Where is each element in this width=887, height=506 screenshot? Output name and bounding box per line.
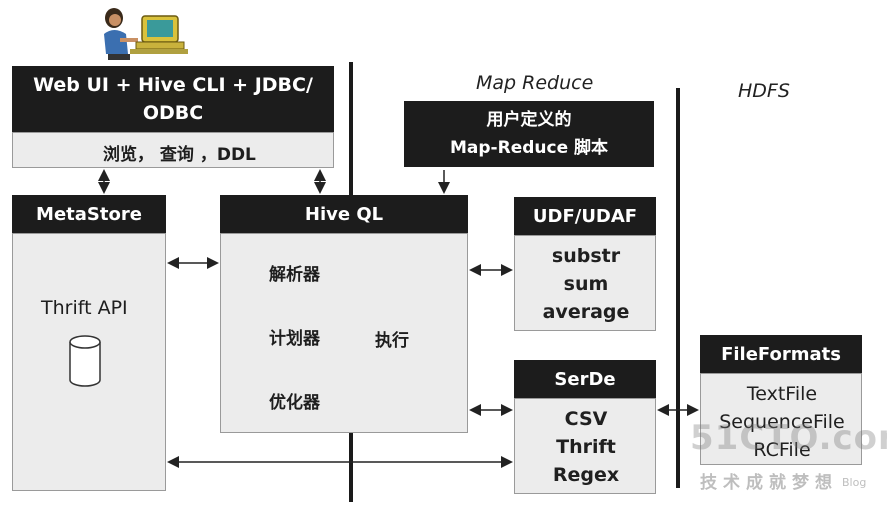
fileformats-title: FileFormats [721,343,841,365]
client-title-line1: Web UI + Hive CLI + JDBC/ [33,74,313,96]
udf-item: sum [563,273,609,295]
fileformats-item: RCFile [753,439,811,461]
client-interfaces-header: Web UI + Hive CLI + JDBC/ ODBC [12,66,334,132]
fileformats-body: TextFile SequenceFile RCFile [700,373,862,465]
hiveql-title: Hive QL [304,203,384,225]
optimizer-label: 优化器 [269,393,320,413]
udf-title: UDF/UDAF [532,205,638,227]
watermark-slogan: 技术成就梦想 [700,473,838,493]
user-computer-icon [104,8,188,60]
user-mapreduce-script-box: 用户定义的 Map-Reduce 脚本 [404,101,654,167]
user-script-line1: 用户定义的 [486,110,572,130]
user-script-line2: Map-Reduce 脚本 [449,138,609,158]
client-interfaces-body: 浏览， 查询 ，DDL [12,132,334,168]
map-reduce-label: Map Reduce [476,72,594,94]
fileformats-item: SequenceFile [719,411,845,433]
database-cylinder-icon [69,335,101,387]
fileformats-header: FileFormats [700,335,862,373]
udf-header: UDF/UDAF [514,197,656,235]
parser-label: 解析器 [269,265,320,285]
serde-list: CSV Thrift Regex [515,405,657,489]
planner-label: 计划器 [269,329,320,349]
udf-item: substr [551,245,621,267]
hiveql-header: Hive QL [220,195,468,233]
metastore-header: MetaStore [12,195,166,233]
hdfs-label: HDFS [738,80,790,102]
thrift-api-label: Thrift API [41,297,128,319]
serde-item: CSV [564,408,608,430]
udf-list: substr sum average [515,242,657,326]
execute-label: 执行 [375,331,409,351]
hiveql-body: 解析器 计划器 执行 优化器 [220,233,468,433]
divider-line-right [676,88,680,488]
client-subtitle: 浏览， 查询 ，DDL [103,145,256,165]
serde-body: CSV Thrift Regex [514,398,656,494]
metastore-title: MetaStore [36,203,142,225]
watermark-brand: 51CTO.com [690,418,887,458]
serde-item: Regex [552,464,620,486]
udf-item: average [542,301,630,323]
fileformats-list: TextFile SequenceFile RCFile [701,380,863,464]
serde-item: Thrift [556,436,616,458]
watermark-blog: Blog [842,476,867,489]
serde-header: SerDe [514,360,656,398]
udf-body: substr sum average [514,235,656,331]
metastore-body: Thrift API [12,233,166,491]
client-title-line2: ODBC [142,102,204,124]
fileformats-item: TextFile [746,383,818,405]
serde-title: SerDe [554,368,616,390]
